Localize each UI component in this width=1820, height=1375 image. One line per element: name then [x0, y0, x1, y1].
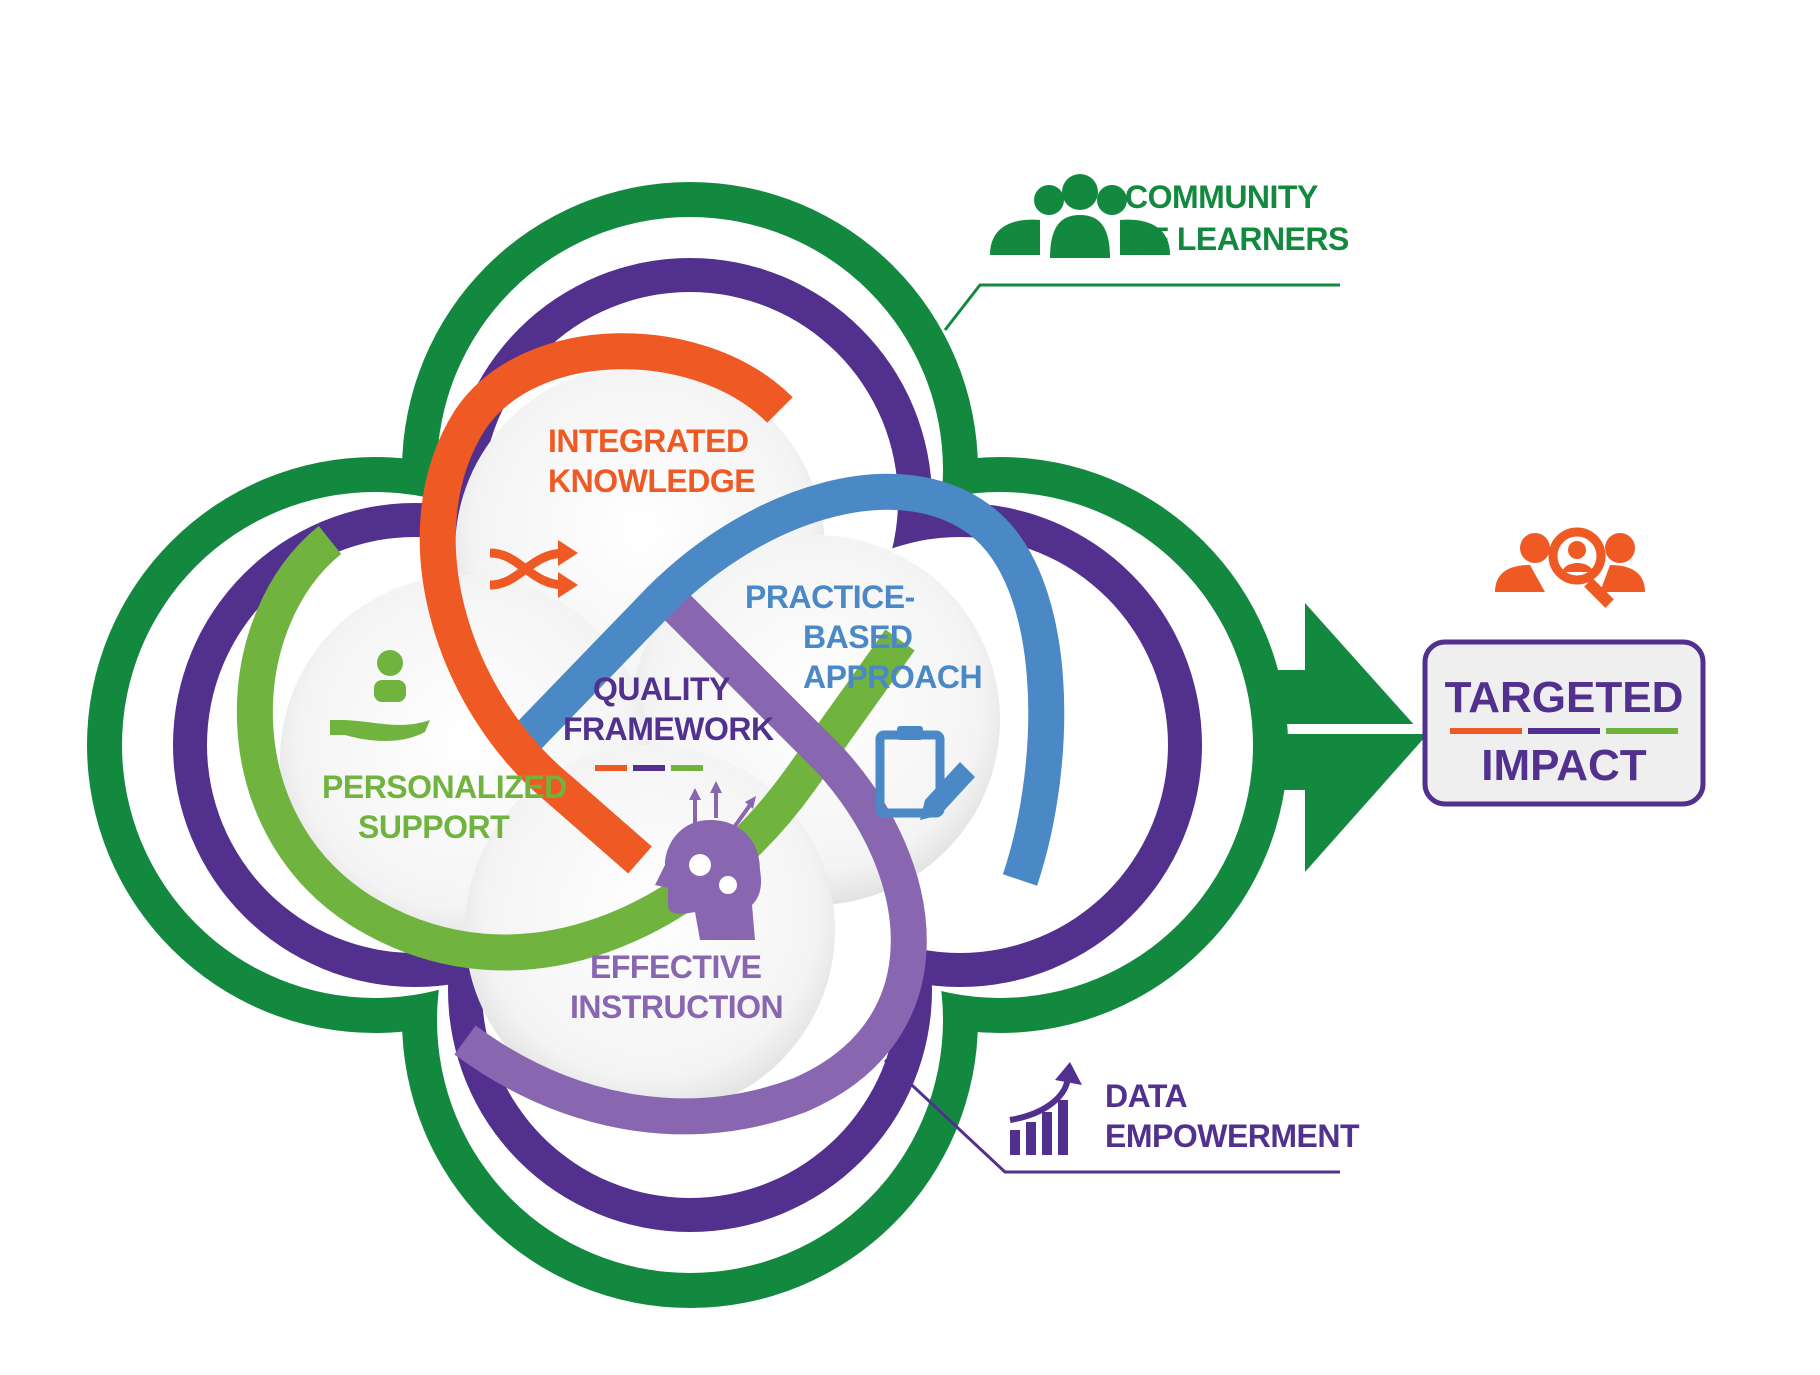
outcome-targeted-impact: TARGETED IMPACT: [1422, 527, 1706, 807]
people-group-icon: [990, 174, 1170, 258]
callout-data: DATA EMPOWERMENT: [883, 1058, 1361, 1174]
ribbon-integrated-knowledge: [419, 333, 793, 874]
community-line1: COMMUNITY: [1125, 179, 1318, 215]
effective-instruction-line1: EFFECTIVE: [590, 949, 762, 985]
shuffle-icon: [489, 540, 578, 598]
node-personalized-support: PERSONALIZED SUPPORT: [322, 650, 567, 845]
community-line2: OF LEARNERS: [1125, 221, 1349, 257]
personalized-support-line2: SUPPORT: [358, 809, 510, 845]
practice-based-line3: APPROACH: [803, 659, 982, 695]
practice-based-line2: BASED: [803, 619, 913, 655]
outcome-line2: IMPACT: [1481, 741, 1647, 790]
growth-chart-icon: [1009, 1062, 1082, 1155]
ribbon-practice-based: [507, 473, 1065, 886]
quality-framework-line2: FRAMEWORK: [563, 711, 774, 747]
hand-person-icon: [330, 650, 430, 741]
outcome-line1: TARGETED: [1445, 673, 1684, 722]
node-quality-framework: QUALITY FRAMEWORK: [563, 671, 774, 771]
data-line2: EMPOWERMENT: [1105, 1118, 1360, 1154]
integrated-knowledge-line1: INTEGRATED: [548, 423, 749, 459]
effective-instruction-line2: INSTRUCTION: [570, 989, 783, 1025]
quality-framework-line1: QUALITY: [593, 671, 730, 707]
node-effective-instruction: EFFECTIVE INSTRUCTION: [570, 781, 784, 1025]
personalized-support-line1: PERSONALIZED: [322, 769, 567, 805]
people-search-icon: [1495, 527, 1645, 608]
callout-community: COMMUNITY OF LEARNERS: [943, 174, 1350, 331]
practice-based-line1: PRACTICE-: [745, 579, 915, 615]
integrated-knowledge-line2: KNOWLEDGE: [548, 463, 755, 499]
ribbon-effective-instruction: [454, 577, 927, 1135]
ribbons: [236, 333, 1065, 1135]
clipboard-pencil-icon: [875, 726, 975, 820]
node-practice-based: PRACTICE- BASED APPROACH: [745, 579, 983, 820]
data-line1: DATA: [1105, 1078, 1188, 1114]
node-integrated-knowledge: INTEGRATED KNOWLEDGE: [489, 423, 756, 598]
brain-gears-icon: [655, 781, 762, 940]
